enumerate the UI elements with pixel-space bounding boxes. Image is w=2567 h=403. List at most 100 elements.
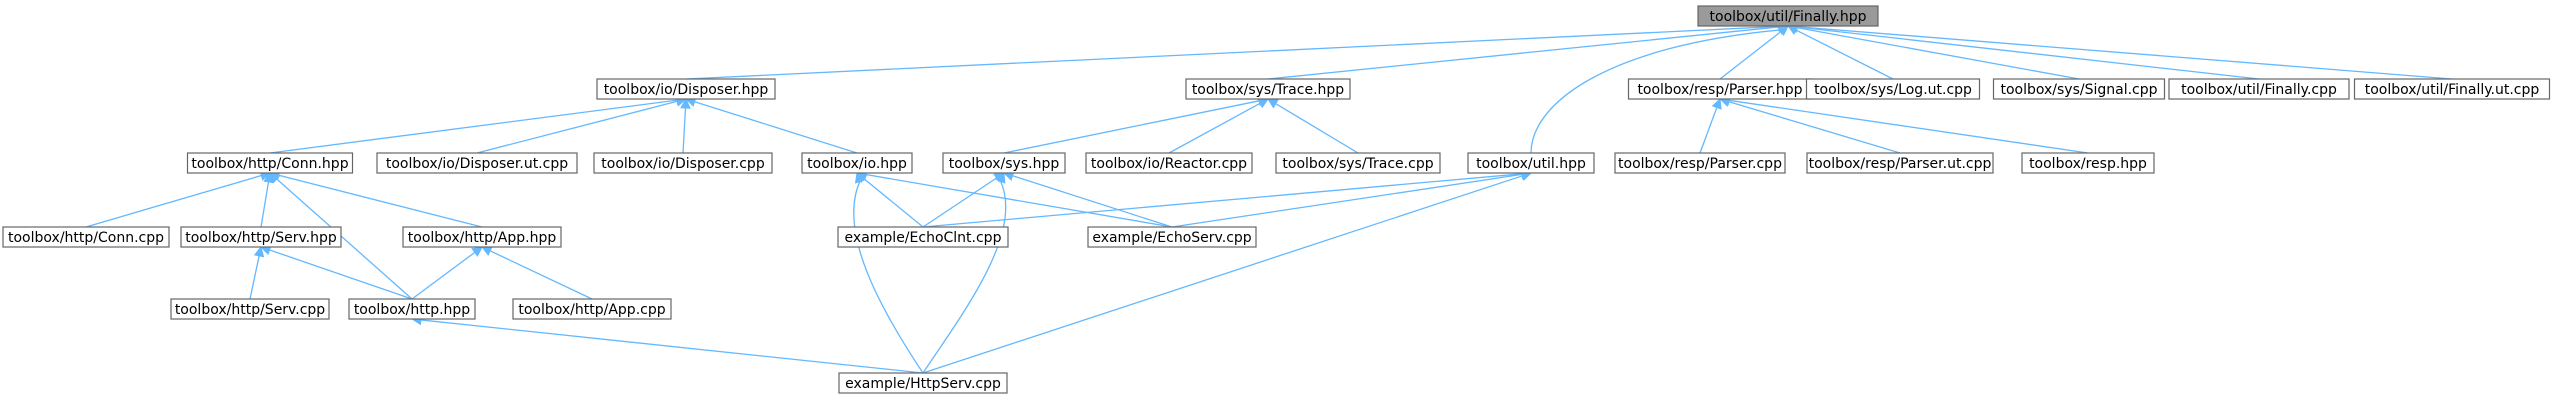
- node-label: toolbox/io/Disposer.cpp: [601, 156, 765, 172]
- edge-line: [1699, 107, 1718, 154]
- node-resp-parser-cpp[interactable]: toolbox/resp/Parser.cpp: [1614, 152, 1786, 174]
- node-http-serv-example-cpp[interactable]: example/HttpServ.cpp: [838, 372, 1008, 394]
- node-label: toolbox/http/Serv.cpp: [175, 302, 325, 318]
- edge-http-conn-hpp-to-http-serv-hpp: [260, 171, 274, 228]
- node-http-serv-cpp[interactable]: toolbox/http/Serv.cpp: [170, 298, 330, 320]
- node-label: toolbox/sys/Trace.cpp: [1282, 156, 1433, 172]
- edge-line: [1171, 173, 1523, 228]
- node-box: [837, 226, 1009, 248]
- edge-line: [269, 249, 413, 300]
- edge-line: [269, 99, 678, 154]
- edge-io-disposer-hpp-to-http-conn-hpp: [269, 94, 688, 154]
- node-box: [1185, 78, 1351, 100]
- edge-line: [922, 175, 1523, 374]
- node-resp-parser-ut-cpp[interactable]: toolbox/resp/Parser.ut.cpp: [1806, 152, 1994, 174]
- edge-resp-parser-hpp-to-resp-parser-cpp: [1699, 97, 1722, 154]
- node-sys-signal-cpp[interactable]: toolbox/sys/Signal.cpp: [1992, 78, 2166, 100]
- node-label: example/HttpServ.cpp: [845, 376, 1001, 392]
- edge-sys-hpp-to-http-serv-example-cpp: [922, 171, 1007, 374]
- edge-util-finally-hpp-to-util-finally-ut-cpp: [1786, 21, 2453, 80]
- node-box: [2, 226, 170, 248]
- node-label: toolbox/resp/Parser.ut.cpp: [1809, 156, 1992, 172]
- node-label: toolbox/resp.hpp: [2029, 156, 2147, 172]
- node-http-app-hpp[interactable]: toolbox/http/App.hpp: [402, 226, 562, 248]
- node-http-hpp[interactable]: toolbox/http.hpp: [348, 298, 476, 320]
- node-resp-hpp[interactable]: toolbox/resp.hpp: [2021, 152, 2155, 174]
- edge-io-disposer-hpp-to-io-disposer-ut-cpp: [476, 96, 688, 154]
- node-box: [596, 78, 776, 100]
- node-box: [801, 152, 913, 174]
- edge-io-disposer-hpp-to-io-hpp: [684, 96, 858, 154]
- node-util-finally-ut-cpp[interactable]: toolbox/util/Finally.ut.cpp: [2353, 78, 2551, 100]
- node-label: toolbox/util/Finally.cpp: [2181, 82, 2337, 98]
- node-label: toolbox/util/Finally.hpp: [1710, 9, 1867, 25]
- node-io-hpp[interactable]: toolbox/io.hpp: [801, 152, 913, 174]
- edge-http-app-hpp-to-http-hpp: [411, 246, 483, 300]
- node-util-hpp[interactable]: toolbox/util.hpp: [1467, 152, 1595, 174]
- node-echo-serv-cpp[interactable]: example/EchoServ.cpp: [1087, 226, 1257, 248]
- node-box: [1087, 226, 1257, 248]
- edge-util-hpp-to-echo-serv-cpp: [1171, 169, 1533, 228]
- edge-line: [476, 100, 678, 154]
- node-box: [838, 372, 1008, 394]
- node-sys-log-ut-cpp[interactable]: toolbox/sys/Log.ut.cpp: [1805, 78, 1981, 100]
- node-resp-parser-hpp[interactable]: toolbox/resp/Parser.hpp: [1627, 78, 1813, 100]
- node-label: toolbox/http/Conn.hpp: [191, 156, 348, 172]
- node-label: toolbox/sys/Signal.cpp: [2000, 82, 2157, 98]
- edge-arrowhead: [480, 246, 493, 256]
- node-label: toolbox/sys/Log.ut.cpp: [1814, 82, 1972, 98]
- edge-arrowhead: [1257, 98, 1269, 109]
- node-box: [1806, 152, 1994, 174]
- node-label: toolbox/io/Disposer.hpp: [604, 82, 769, 98]
- node-http-app-cpp[interactable]: toolbox/http/App.cpp: [512, 298, 672, 320]
- edge-arrowhead: [1777, 25, 1789, 37]
- edge-line: [85, 174, 262, 228]
- node-box: [376, 152, 578, 174]
- node-io-disposer-hpp[interactable]: toolbox/io/Disposer.hpp: [596, 78, 776, 100]
- edge-line: [260, 181, 270, 228]
- node-label: toolbox/http/Conn.cpp: [8, 230, 164, 246]
- node-http-conn-hpp[interactable]: toolbox/http/Conn.hpp: [186, 152, 354, 174]
- node-sys-hpp[interactable]: toolbox/sys.hpp: [942, 152, 1066, 174]
- edge-line: [922, 173, 1523, 228]
- node-io-reactor-cpp[interactable]: toolbox/io/Reactor.cpp: [1085, 152, 1253, 174]
- node-box: [593, 152, 773, 174]
- edge-line: [685, 25, 1780, 80]
- node-http-conn-cpp[interactable]: toolbox/http/Conn.cpp: [2, 226, 170, 248]
- edge-line: [865, 173, 1173, 228]
- node-io-disposer-ut-cpp[interactable]: toolbox/io/Disposer.ut.cpp: [376, 152, 578, 174]
- node-io-disposer-cpp[interactable]: toolbox/io/Disposer.cpp: [593, 152, 773, 174]
- node-box: [942, 152, 1066, 174]
- node-label: toolbox/sys/Trace.hpp: [1192, 82, 1344, 98]
- edge-line: [420, 319, 924, 374]
- node-http-serv-hpp[interactable]: toolbox/http/Serv.hpp: [180, 226, 342, 248]
- edge-http-serv-hpp-to-http-hpp: [259, 245, 413, 300]
- node-label: toolbox/util/Finally.ut.cpp: [2365, 82, 2540, 98]
- node-echo-clnt-cpp[interactable]: example/EchoClnt.cpp: [837, 226, 1009, 248]
- edge-io-disposer-hpp-to-io-disposer-cpp: [680, 97, 691, 154]
- edge-http-app-hpp-to-http-app-cpp: [480, 246, 593, 300]
- edge-line: [1795, 29, 1894, 80]
- node-layer: toolbox/util/Finally.hpp toolbox/io/Dispo…: [2, 5, 2551, 394]
- edge-line: [1728, 99, 2089, 154]
- edge-arrowhead: [253, 245, 265, 258]
- edge-line: [1275, 103, 1359, 154]
- edge-line: [1003, 100, 1260, 154]
- node-box: [512, 298, 672, 320]
- node-util-finally-hpp[interactable]: toolbox/util/Finally.hpp: [1697, 5, 1879, 27]
- node-util-finally-cpp[interactable]: toolbox/util/Finally.cpp: [2168, 78, 2350, 100]
- edge-line: [922, 177, 997, 228]
- edge-line: [1530, 29, 1780, 154]
- node-sys-trace-cpp[interactable]: toolbox/sys/Trace.cpp: [1275, 152, 1441, 174]
- edge-line: [1168, 102, 1261, 154]
- node-label: toolbox/resp/Parser.cpp: [1618, 156, 1782, 172]
- edge-arrowhead: [471, 246, 483, 257]
- node-sys-trace-hpp[interactable]: toolbox/sys/Trace.hpp: [1185, 78, 1351, 100]
- node-box: [2021, 152, 2155, 174]
- node-box: [1275, 152, 1441, 174]
- node-label: example/EchoServ.cpp: [1092, 230, 1251, 246]
- edge-line: [1796, 26, 2260, 80]
- edge-line: [1728, 100, 1901, 154]
- node-box: [2168, 78, 2350, 100]
